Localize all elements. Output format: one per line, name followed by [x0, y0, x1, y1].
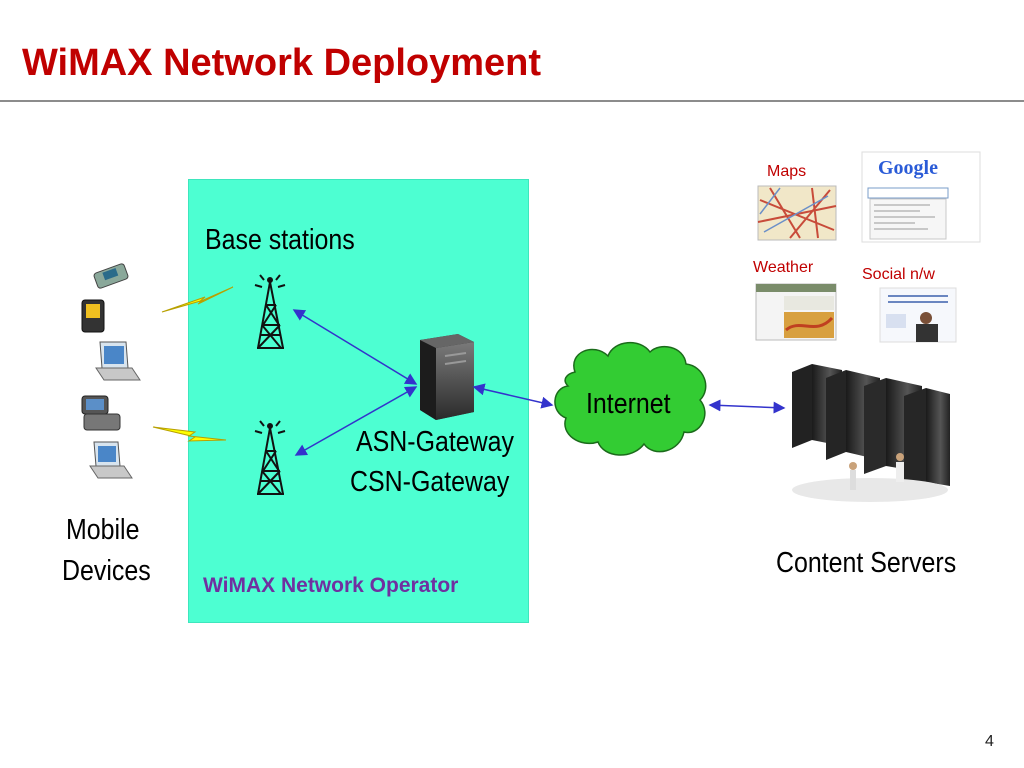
operator-label: WiMAX Network Operator	[203, 574, 459, 597]
content-servers-label: Content Servers	[776, 547, 957, 579]
internet-cloud-icon	[554, 342, 707, 456]
mobile-devices-label-line1: Mobile	[66, 514, 140, 546]
google-search-thumbnail-icon	[861, 151, 981, 243]
slide-title: WiMAX Network Deployment	[22, 42, 542, 84]
gateway-server-icon	[420, 334, 474, 420]
asn-gateway-label: ASN-Gateway	[356, 426, 515, 458]
weather-thumbnail-icon	[755, 283, 837, 341]
base-stations-label: Base stations	[205, 224, 355, 256]
mobile-devices-label-line2: Devices	[62, 555, 151, 587]
link-arrow-internet-servers	[708, 399, 786, 414]
phone-icon-1	[93, 263, 129, 289]
weather-label: Weather	[753, 259, 814, 276]
base-station-tower-icon-1	[254, 274, 286, 349]
laptop-icon-2	[89, 441, 133, 479]
wireless-link-icon-1	[161, 286, 234, 313]
internet-label: Internet	[586, 388, 671, 420]
maps-label: Maps	[767, 163, 807, 180]
maps-thumbnail-icon	[757, 185, 837, 241]
social-network-label: Social n/w	[862, 266, 935, 283]
wireless-link-icon-2	[152, 426, 227, 442]
base-station-tower-icon-2	[254, 420, 286, 495]
google-logo: Google	[878, 157, 938, 179]
smartphone-icon	[81, 395, 121, 431]
link-arrow-tower2-gateway	[294, 386, 418, 456]
csn-gateway-label: CSN-Gateway	[350, 466, 510, 498]
pda-icon	[81, 299, 105, 333]
link-arrow-gateway-internet	[472, 383, 554, 409]
link-arrow-tower1-gateway	[292, 309, 418, 385]
laptop-icon-1	[95, 341, 141, 381]
data-center-servers-icon	[792, 364, 950, 502]
title-divider	[0, 100, 1024, 102]
page-number: 4	[985, 733, 994, 750]
social-network-thumbnail-icon	[879, 287, 957, 343]
